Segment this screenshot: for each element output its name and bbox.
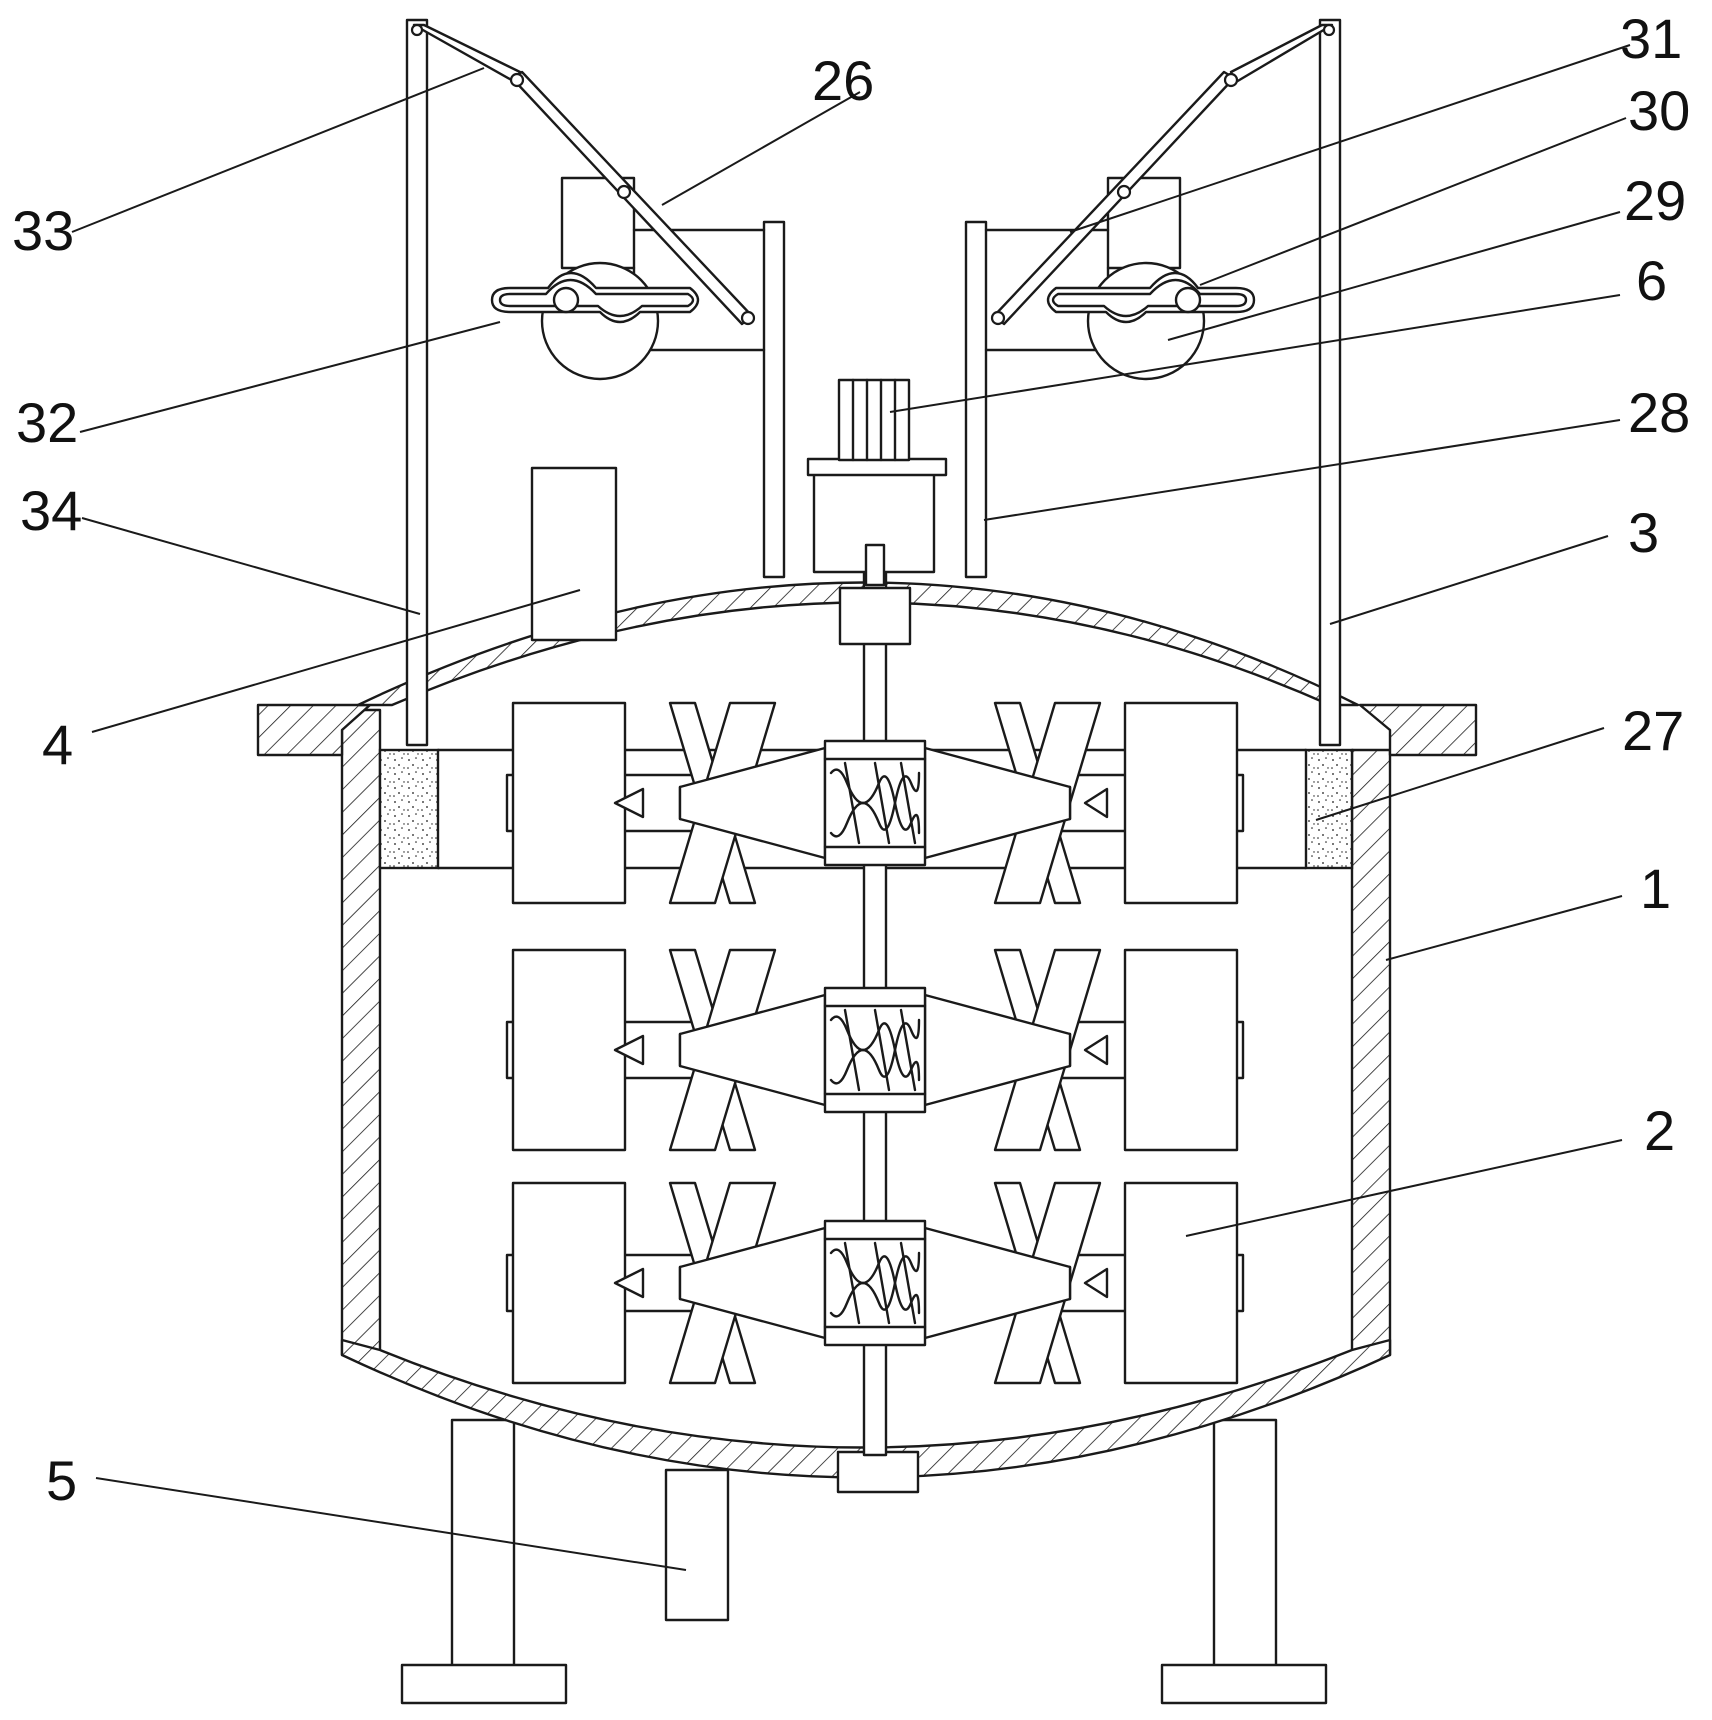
label-4: 4 bbox=[42, 713, 73, 776]
label-2: 2 bbox=[1644, 1099, 1675, 1162]
label-1: 1 bbox=[1640, 857, 1671, 920]
label-32: 32 bbox=[16, 391, 78, 454]
leader-lines bbox=[71, 44, 1631, 1571]
reference-labels: 26 31 30 29 6 28 3 27 1 2 33 32 34 4 5 bbox=[12, 7, 1690, 1512]
label-3: 3 bbox=[1628, 501, 1659, 564]
label-28: 28 bbox=[1628, 381, 1690, 444]
label-29: 29 bbox=[1624, 169, 1686, 232]
label-34: 34 bbox=[20, 479, 82, 542]
motor bbox=[806, 378, 948, 587]
support-legs bbox=[400, 1418, 1328, 1705]
label-6: 6 bbox=[1636, 249, 1667, 312]
label-31: 31 bbox=[1620, 7, 1682, 70]
label-26: 26 bbox=[812, 49, 874, 112]
vertical-rods bbox=[405, 18, 1342, 747]
tank-lid bbox=[256, 581, 1478, 757]
label-5: 5 bbox=[46, 1449, 77, 1512]
outlet-pipe bbox=[664, 1468, 730, 1622]
feed-inlet bbox=[530, 466, 618, 642]
tank-body bbox=[340, 708, 1392, 1494]
label-33: 33 bbox=[12, 199, 74, 262]
right-linkage bbox=[984, 23, 1336, 381]
left-linkage bbox=[410, 23, 766, 381]
label-30: 30 bbox=[1628, 79, 1690, 142]
label-27: 27 bbox=[1622, 699, 1684, 762]
